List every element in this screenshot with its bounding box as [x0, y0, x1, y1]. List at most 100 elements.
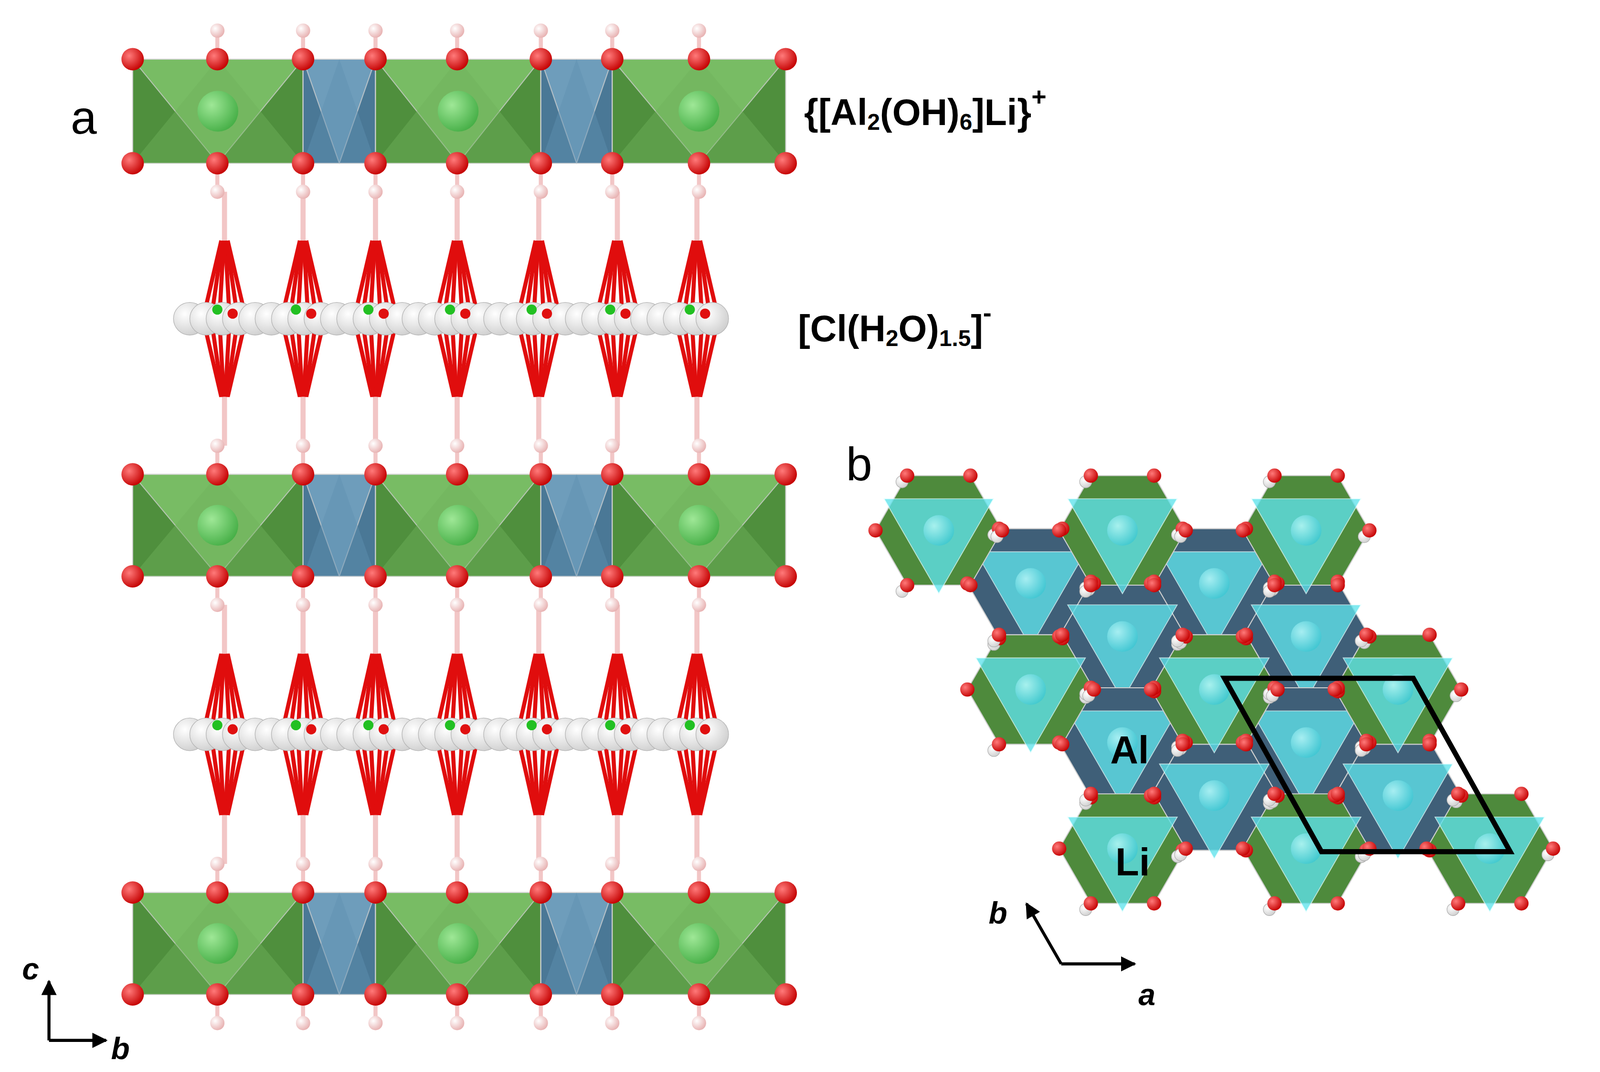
octahedron-face [975, 551, 1086, 647]
al-octahedron [132, 474, 304, 577]
chlorine-atom [212, 720, 223, 731]
oxygen-atom [963, 578, 978, 593]
hydrogen-atom [604, 597, 620, 613]
oxygen-atom [445, 881, 469, 904]
hydrogen-atom [296, 857, 311, 872]
octahedron-face [303, 474, 376, 577]
octahedron-face [303, 474, 376, 577]
hydroxide-layer [121, 23, 797, 200]
oxygen-atom [601, 881, 624, 904]
chlorine-atom [604, 720, 615, 731]
oxygen-atom [306, 724, 317, 735]
oxygen-atom [206, 565, 229, 588]
h-bond [372, 191, 379, 242]
octahedron-face [1067, 817, 1178, 913]
hydrogen-atom [604, 184, 620, 200]
oxygen-atom [1146, 468, 1162, 484]
axis-arrow [1026, 903, 1062, 965]
oxygen-atom [774, 151, 797, 175]
oxygen-atom [1267, 578, 1282, 593]
oxygen-atom [1238, 627, 1253, 643]
h-bond [694, 191, 700, 242]
oxygen-atom [774, 47, 797, 71]
metal-atom [678, 505, 720, 546]
metal-atom [1107, 621, 1138, 652]
oxygen-atom [541, 724, 552, 735]
metal-atom [678, 90, 720, 132]
octahedron-face [132, 474, 304, 577]
hydrogen-atom [533, 857, 549, 872]
oxygen-atom [460, 308, 471, 319]
oxygen-atom [1175, 737, 1190, 752]
oxygen-atom [868, 523, 883, 538]
oxygen-atom [1330, 786, 1346, 802]
al-octahedron [375, 59, 541, 164]
oxygen-atom [291, 47, 315, 71]
oxygen-atom [1330, 578, 1346, 593]
hydrogen-atom [604, 23, 620, 38]
oxygen-atom [1238, 737, 1253, 752]
h-bond [614, 396, 621, 446]
interlayer [173, 604, 729, 865]
oxygen-atom [1422, 627, 1437, 643]
octahedron-face [303, 59, 376, 164]
oxygen-atom [1267, 468, 1282, 484]
octahedron-face [132, 59, 304, 164]
metal-atom [1382, 780, 1414, 812]
oxygen-atom [1330, 468, 1346, 484]
li-octahedron [303, 892, 376, 996]
li-octahedron [967, 635, 1094, 753]
metal-atom [1015, 568, 1046, 599]
h-bond [454, 396, 460, 446]
interlayer-formula: [Cl(H2O)1.5]- [797, 310, 992, 348]
oxygen-atom [1235, 523, 1251, 538]
oxygen-atom [991, 737, 1007, 752]
oxygen-atom [445, 983, 469, 1007]
hydrogen-atom [368, 184, 383, 200]
oxygen-atom [206, 47, 229, 71]
h-bond [694, 396, 700, 446]
hydrogen-atom [368, 857, 383, 872]
metal-atom [437, 505, 479, 546]
panel-letter: b [846, 440, 873, 488]
octahedron-face [132, 59, 304, 164]
hydrogen-atom [691, 1016, 707, 1031]
metal-atom [197, 505, 239, 546]
h-bond [454, 604, 460, 655]
hydrogen-atom [210, 1016, 225, 1031]
oxygen-atom [1453, 682, 1469, 698]
oxygen-atom [1451, 896, 1466, 912]
li-octahedron [540, 892, 613, 996]
li-octahedron [1059, 476, 1186, 594]
axis-arrow [47, 981, 51, 1041]
oxygen-atom [121, 983, 144, 1007]
h-bond [536, 815, 542, 865]
oxygen-atom [529, 151, 552, 175]
oxygen-atom [1083, 896, 1099, 912]
hydrogen-atom [210, 184, 225, 200]
oxygen-atom [445, 47, 469, 71]
hydrogen-atom [449, 438, 465, 454]
hydroxide-layer [121, 857, 797, 1031]
octahedron-face [375, 892, 541, 996]
hydrogen-atom [368, 23, 383, 38]
oxygen-atom [620, 724, 631, 735]
oxygen-atom [774, 983, 797, 1007]
oxygen-atom [1267, 896, 1282, 912]
oxygen-atom [963, 468, 978, 484]
oxygen-atom [291, 881, 315, 904]
oxygen-atom [1083, 468, 1099, 484]
hydrogen-atom [604, 857, 620, 872]
oxygen-atom [1267, 786, 1282, 802]
unit-cell [1224, 678, 1511, 852]
octahedron-face [375, 892, 541, 996]
h-bond [222, 604, 228, 655]
oxygen-atom [206, 463, 229, 486]
oxygen-atom [541, 308, 552, 319]
oxygen-atom [601, 565, 624, 588]
hydrogen-atom [296, 1016, 311, 1031]
oxygen-atom [121, 151, 144, 175]
oxygen-atom [687, 151, 710, 175]
